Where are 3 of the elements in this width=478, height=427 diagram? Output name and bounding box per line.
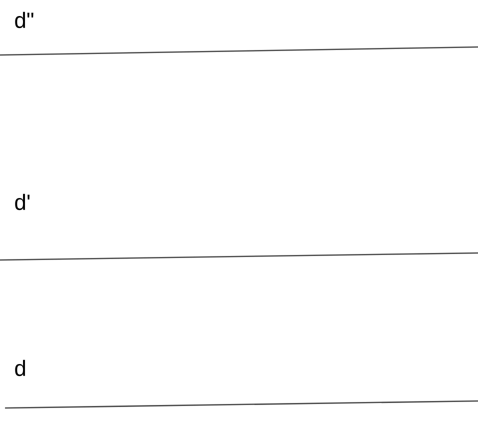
level-label: d"	[15, 12, 34, 28]
level-label: d'	[15, 194, 30, 210]
level-label: d	[15, 360, 26, 376]
